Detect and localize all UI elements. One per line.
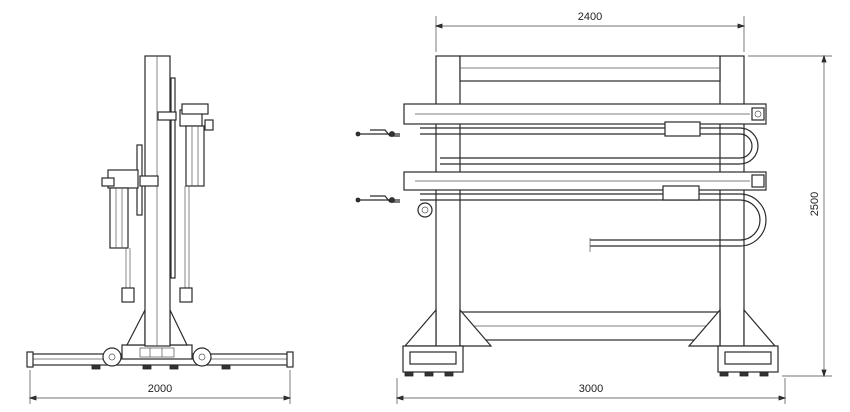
roller [417, 202, 433, 218]
side-view [26, 55, 294, 370]
side-wheel-right [192, 347, 212, 367]
front-column-left [435, 55, 461, 347]
side-column [144, 55, 171, 347]
front-top-width-label: 2400 [578, 11, 602, 23]
front-column-right [719, 55, 745, 347]
front-view [355, 55, 779, 377]
side-width-label: 2000 [148, 383, 172, 395]
front-base-dimension: 3000 [395, 378, 787, 404]
front-top-dimension: 2400 [434, 11, 746, 52]
upper-carriage [664, 121, 701, 137]
probe-upper [355, 129, 400, 137]
front-height-label: 2500 [809, 192, 821, 216]
front-top-beam [459, 55, 721, 82]
probe-lower [355, 195, 400, 203]
side-wheel-left [102, 347, 122, 367]
front-height-dimension: 2500 [748, 54, 832, 378]
side-width-dimension: 2000 [28, 370, 292, 404]
lower-carriage [662, 185, 700, 201]
front-base-width-label: 3000 [579, 383, 603, 395]
